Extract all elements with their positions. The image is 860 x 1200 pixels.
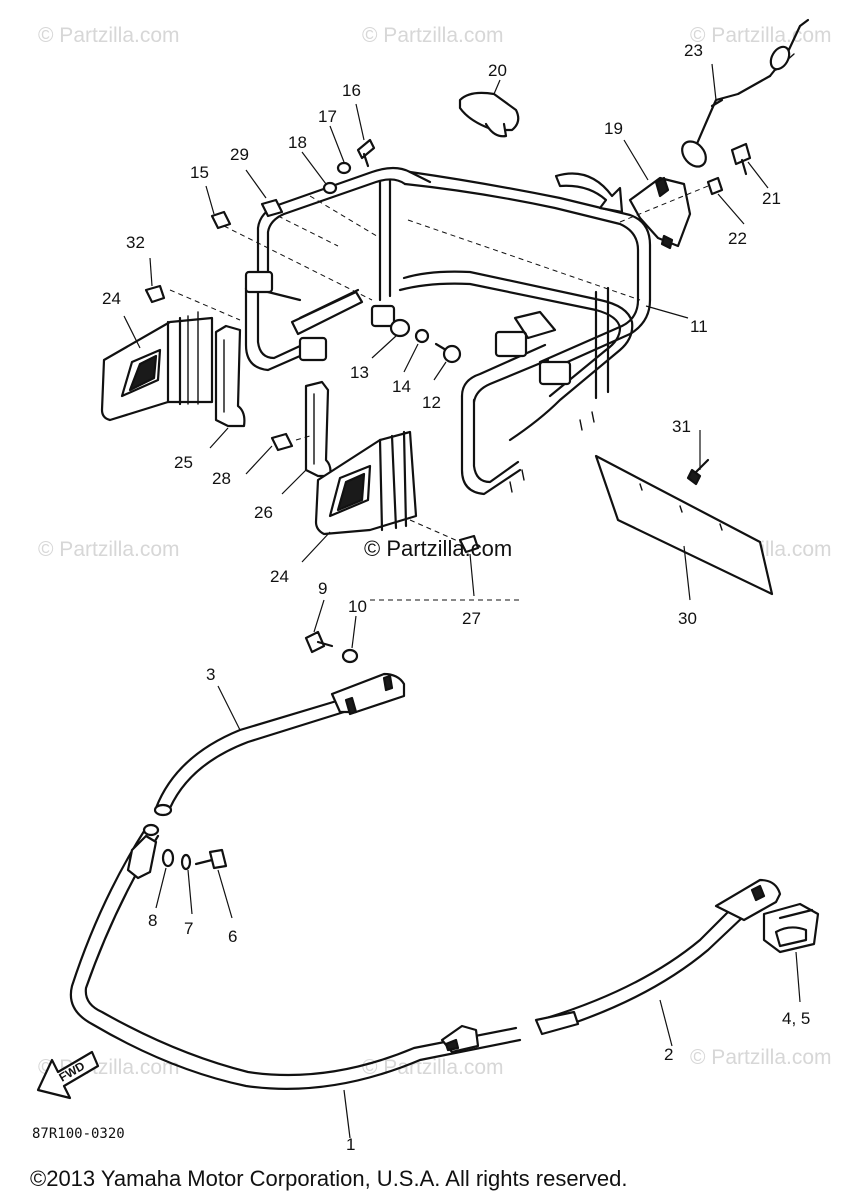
callout-12: 12 <box>422 393 441 412</box>
watermark-mid-left: © Partzilla.com <box>38 538 180 561</box>
part-2-tube <box>534 878 782 1036</box>
part-24-right-bracket <box>314 430 418 536</box>
watermark-mid-center: © Partzilla.com <box>364 536 512 561</box>
callout-32: 32 <box>126 233 145 252</box>
callouts: 1 2 3 4, 5 6 7 8 9 10 11 12 13 14 15 16 … <box>102 41 810 1154</box>
callout-26: 26 <box>254 503 273 522</box>
callout-30: 30 <box>678 609 697 628</box>
callout-13: 13 <box>350 363 369 382</box>
lower-fasteners <box>161 848 228 871</box>
part-19-latch <box>628 176 692 250</box>
watermarks: © Partzilla.com © Partzilla.com © Partzi… <box>38 24 832 1079</box>
callout-23: 23 <box>684 41 703 60</box>
part-1-tube <box>69 823 522 1090</box>
callout-1: 1 <box>346 1135 355 1154</box>
part-25-strap <box>214 324 246 428</box>
callout-3: 3 <box>206 665 215 684</box>
part-3-tube <box>153 672 406 817</box>
part-23-cable <box>681 18 810 168</box>
callout-15: 15 <box>190 163 209 182</box>
arrow-indicator <box>554 172 624 214</box>
watermark-top-left: © Partzilla.com <box>38 24 180 47</box>
callout-31: 31 <box>672 417 691 436</box>
diagram-code: 87R100-0320 <box>32 1126 125 1142</box>
callout-24-left: 24 <box>102 289 121 308</box>
callout-25: 25 <box>174 453 193 472</box>
callout-22: 22 <box>728 229 747 248</box>
callout-21: 21 <box>762 189 781 208</box>
callout-28: 28 <box>212 469 231 488</box>
callout-2: 2 <box>664 1045 673 1064</box>
part-4-5-clamp <box>762 902 820 954</box>
watermark-bottom-center: © Partzilla.com <box>362 1056 504 1079</box>
callout-27: 27 <box>462 609 481 628</box>
callout-19: 19 <box>604 119 623 138</box>
part-30-plate <box>594 454 774 596</box>
callout-29: 29 <box>230 145 249 164</box>
part-26-strap <box>304 380 332 478</box>
callout-6: 6 <box>228 927 237 946</box>
assembly-lines <box>169 185 709 601</box>
watermark-bottom-right: © Partzilla.com <box>690 1046 832 1069</box>
callout-9: 9 <box>318 579 327 598</box>
upper-fasteners <box>144 138 752 664</box>
callout-11: 11 <box>690 317 708 336</box>
watermark-top-center: © Partzilla.com <box>362 24 504 47</box>
part-20-cap <box>458 91 520 138</box>
copyright-notice: ©2013 Yamaha Motor Corporation, U.S.A. A… <box>30 1166 627 1191</box>
callout-4-5: 4, 5 <box>782 1009 810 1028</box>
callout-7: 7 <box>184 919 193 938</box>
part-24-left-bracket <box>100 311 214 422</box>
callout-20: 20 <box>488 61 507 80</box>
callout-24-right: 24 <box>270 567 289 586</box>
leader-lines <box>123 63 801 1139</box>
part-31-screw <box>686 458 710 486</box>
callout-8: 8 <box>148 911 157 930</box>
callout-16: 16 <box>342 81 361 100</box>
watermark-top-right: © Partzilla.com <box>690 24 832 47</box>
fwd-arrow: FWD <box>36 1050 100 1100</box>
callout-17: 17 <box>318 107 337 126</box>
callout-14: 14 <box>392 377 411 396</box>
callout-18: 18 <box>288 133 307 152</box>
callout-10: 10 <box>348 597 367 616</box>
